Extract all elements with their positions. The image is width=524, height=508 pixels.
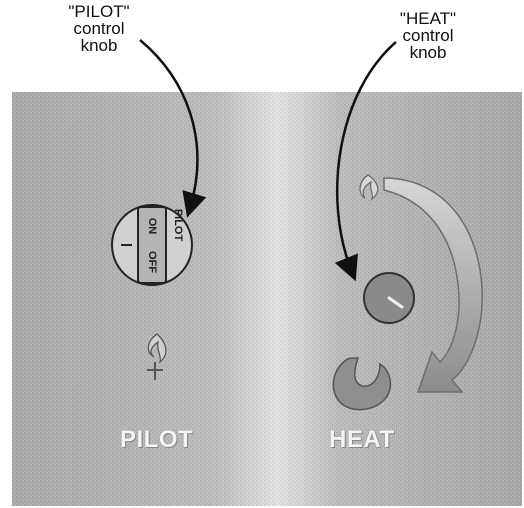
callout-line: "PILOT" [40,3,158,20]
callout-line: knob [40,37,158,54]
callout-line: "HEAT" [378,10,478,27]
heat-label: HEAT [329,426,395,454]
callout-line: control [40,20,158,37]
callout-line: control [378,27,478,44]
pilot-label: PILOT [120,426,193,454]
callout-line: knob [378,44,478,61]
pilot-control-knob[interactable]: PILOT ON OFF [112,205,192,285]
pilot-knob-label-pilot: PILOT [172,209,184,242]
heat-control-knob[interactable] [364,273,414,323]
pilot-knob-label-on: ON [146,218,158,235]
pilot-knob-label-off: OFF [146,251,158,273]
pilot-knob-callout: "PILOT" control knob [40,3,158,54]
control-panel [12,92,522,506]
heat-knob-callout: "HEAT" control knob [378,10,478,61]
